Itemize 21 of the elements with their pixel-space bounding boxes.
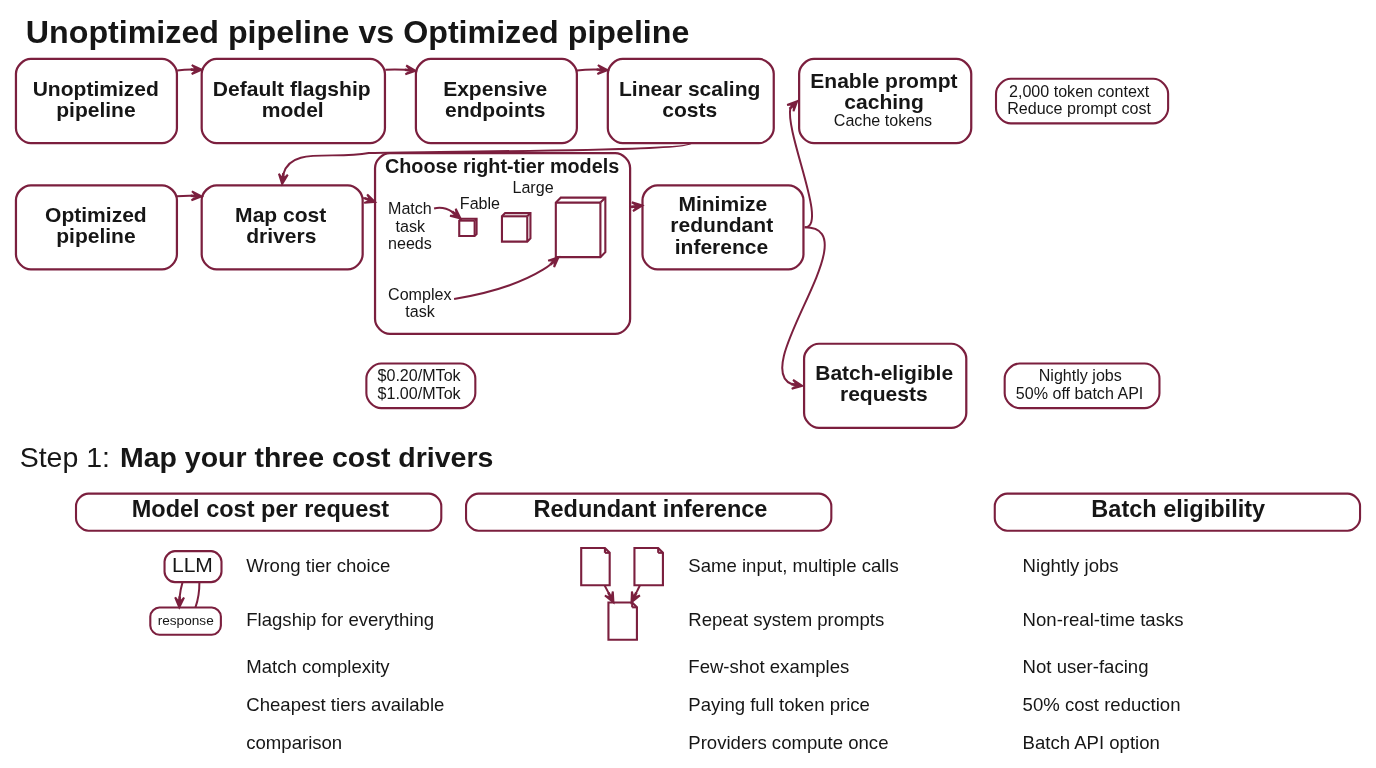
label: Wrong tier choice [246,554,391,576]
label: Cheapest tiers available [246,693,445,715]
node-text: Match task needs [388,199,432,252]
label: Flagship for everything [246,609,435,631]
label: Batch API option [1022,732,1160,754]
label: comparison [246,732,343,754]
diagram-title: Unoptimized pipeline vs Optimized pipeline [25,13,690,50]
label: 50% cost reduction [1022,693,1181,715]
node-label: Fable [459,193,501,212]
label: Nightly jobs [1022,554,1119,576]
label: Step 1: Map your three cost drivers [19,441,494,474]
node-text: Complex task [388,284,452,321]
label: Non-real-time tasks [1022,609,1184,631]
label: Match complexity [246,655,390,677]
label: Not user-facing [1022,655,1149,677]
label: Repeat system prompts [688,609,885,631]
node-label: Large [512,178,554,197]
label: Paying full token price [688,693,870,715]
label: Providers compute once [688,732,889,754]
label: Same input, multiple calls [688,554,899,576]
label: Few-shot examples [688,655,850,677]
